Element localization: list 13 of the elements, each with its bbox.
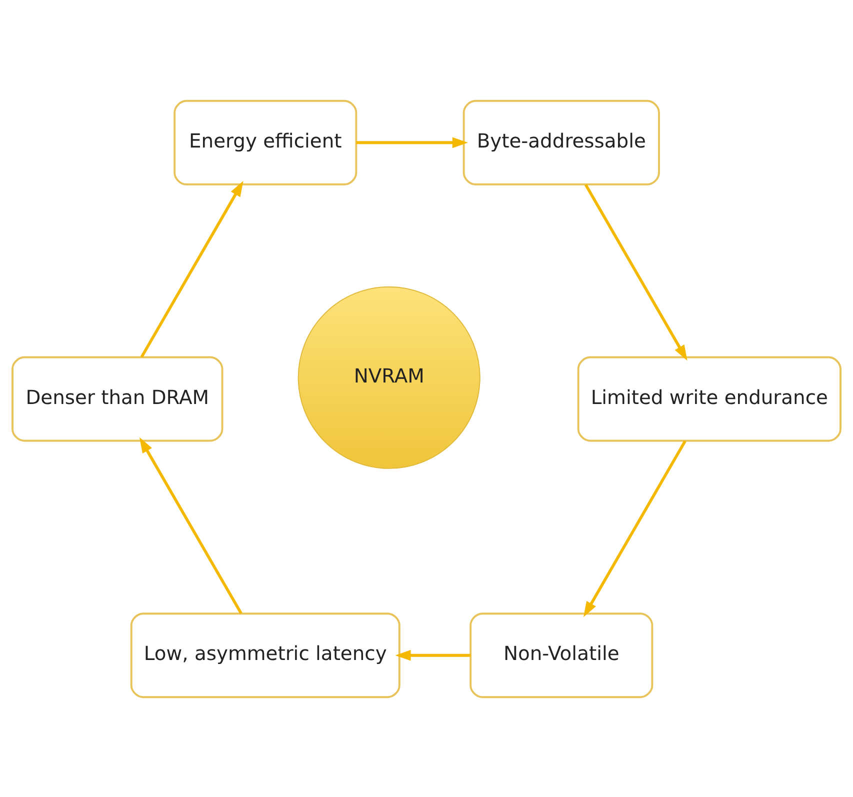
arrow bbox=[140, 180, 244, 358]
node-box: Byte-addressable bbox=[462, 99, 660, 185]
node-box: Non-Volatile bbox=[470, 612, 654, 698]
arrow bbox=[139, 436, 242, 614]
arrow bbox=[356, 136, 468, 148]
arrow bbox=[583, 440, 686, 617]
arrow bbox=[395, 649, 471, 660]
node-box: Denser than DRAM bbox=[12, 356, 224, 442]
node-box: Limited write endurance bbox=[577, 356, 842, 442]
node-box: Low, asymmetric latency bbox=[130, 612, 400, 698]
node-box: Energy efficient bbox=[174, 99, 358, 185]
arrow bbox=[584, 183, 688, 360]
node-circle: NVRAM bbox=[298, 286, 480, 468]
